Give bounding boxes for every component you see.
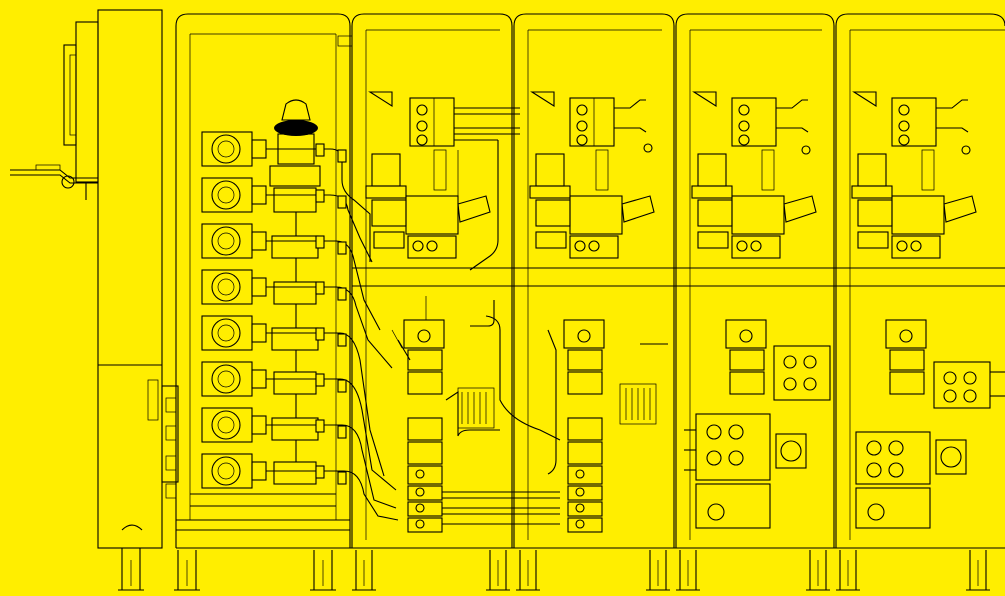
valve-panel-c-lower [547,319,668,533]
valve-panel-e-upper [851,91,977,259]
valve-panel-d-lower [684,319,831,529]
motor-pump-column [190,99,336,507]
pump-discharge-lines [266,143,399,521]
cabinet-frames [175,13,1005,549]
valve-panel-e-lower [855,319,1005,529]
left-end-panel [10,9,179,549]
valve-panel-c-upper [529,91,655,259]
pump-units [201,131,267,489]
valve-panel-d-upper [691,91,817,259]
valve-panel-b-lower [391,296,561,533]
valve-panel-b-upper [365,91,520,271]
caster-wheels [118,548,990,591]
